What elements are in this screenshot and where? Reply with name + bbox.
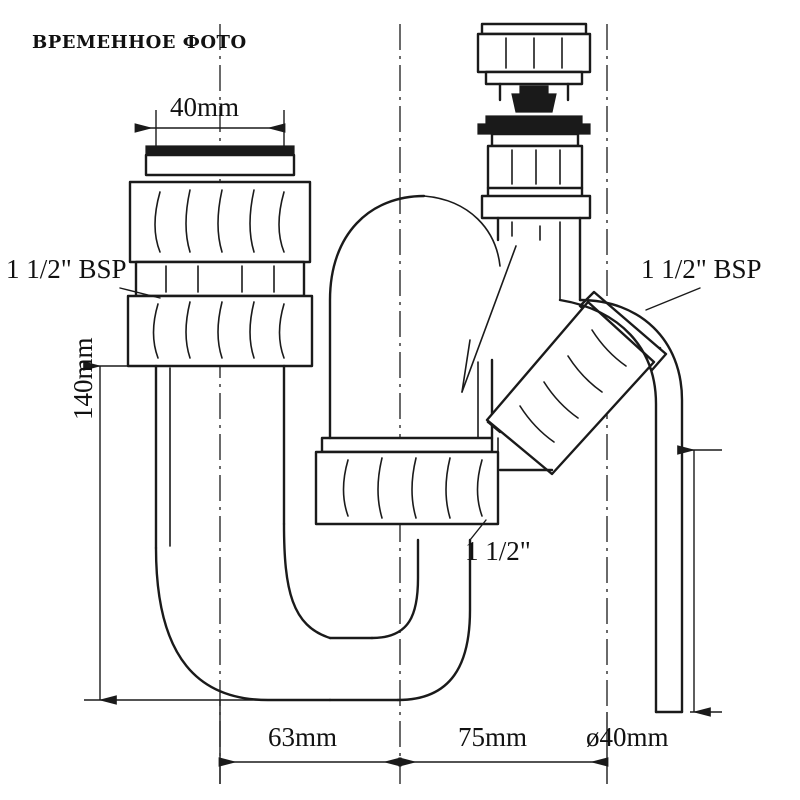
label-outlet-thread: 1 1/2": [465, 536, 531, 566]
vent-cap-assembly: [476, 22, 592, 302]
dim-75mm: [398, 712, 609, 784]
label-span-right: 75mm: [458, 722, 528, 752]
label-thread-left: 1 1/2" BSP: [6, 254, 127, 284]
dim-140mm: [83, 361, 270, 705]
dim-63mm: [218, 700, 402, 784]
label-outlet-diameter: ø40mm: [586, 722, 669, 752]
dim-40mm: [134, 110, 286, 148]
left-inlet-assembly: [126, 145, 314, 550]
label-top-width: 40mm: [170, 92, 240, 122]
label-height: 140mm: [68, 337, 98, 420]
label-span-left: 63mm: [268, 722, 338, 752]
watermark-text: ВРЕМЕННОЕ ФОТО: [32, 32, 247, 53]
label-thread-right: 1 1/2" BSP: [641, 254, 762, 284]
dim-diameter-40mm: [677, 445, 722, 717]
angled-inlet-assembly: [485, 290, 668, 476]
u-bend: [154, 522, 472, 702]
bottle-nut-assembly: [314, 194, 517, 526]
leader-lines: [119, 287, 701, 541]
